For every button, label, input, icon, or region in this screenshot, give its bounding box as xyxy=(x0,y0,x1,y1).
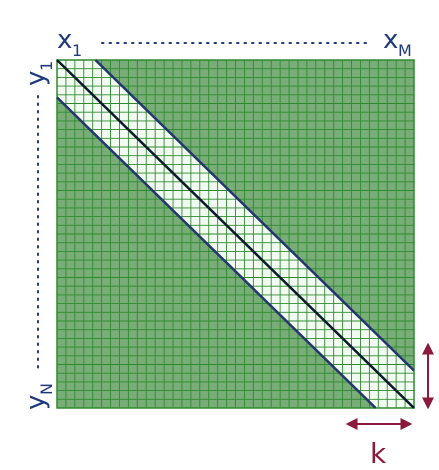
x-first-label: x 1 xyxy=(57,25,82,60)
svg-text:1: 1 xyxy=(72,41,82,60)
k-label: k xyxy=(370,437,387,470)
band-upper-edge xyxy=(94,59,415,372)
grid-lines xyxy=(57,60,414,408)
x-last-label: x M xyxy=(383,25,412,60)
svg-text:y: y xyxy=(21,71,51,86)
matrix-frame xyxy=(56,59,415,409)
svg-text:N: N xyxy=(37,383,56,395)
svg-text:x: x xyxy=(383,25,398,55)
band-lower-edge xyxy=(56,96,377,409)
svg-text:y: y xyxy=(21,395,51,410)
svg-text:x: x xyxy=(57,25,72,55)
main-diagonal xyxy=(56,59,415,409)
y-first-label: y 1 xyxy=(21,61,56,86)
y-last-label: y N xyxy=(21,383,56,410)
svg-text:M: M xyxy=(398,41,412,60)
svg-text:1: 1 xyxy=(37,61,56,71)
